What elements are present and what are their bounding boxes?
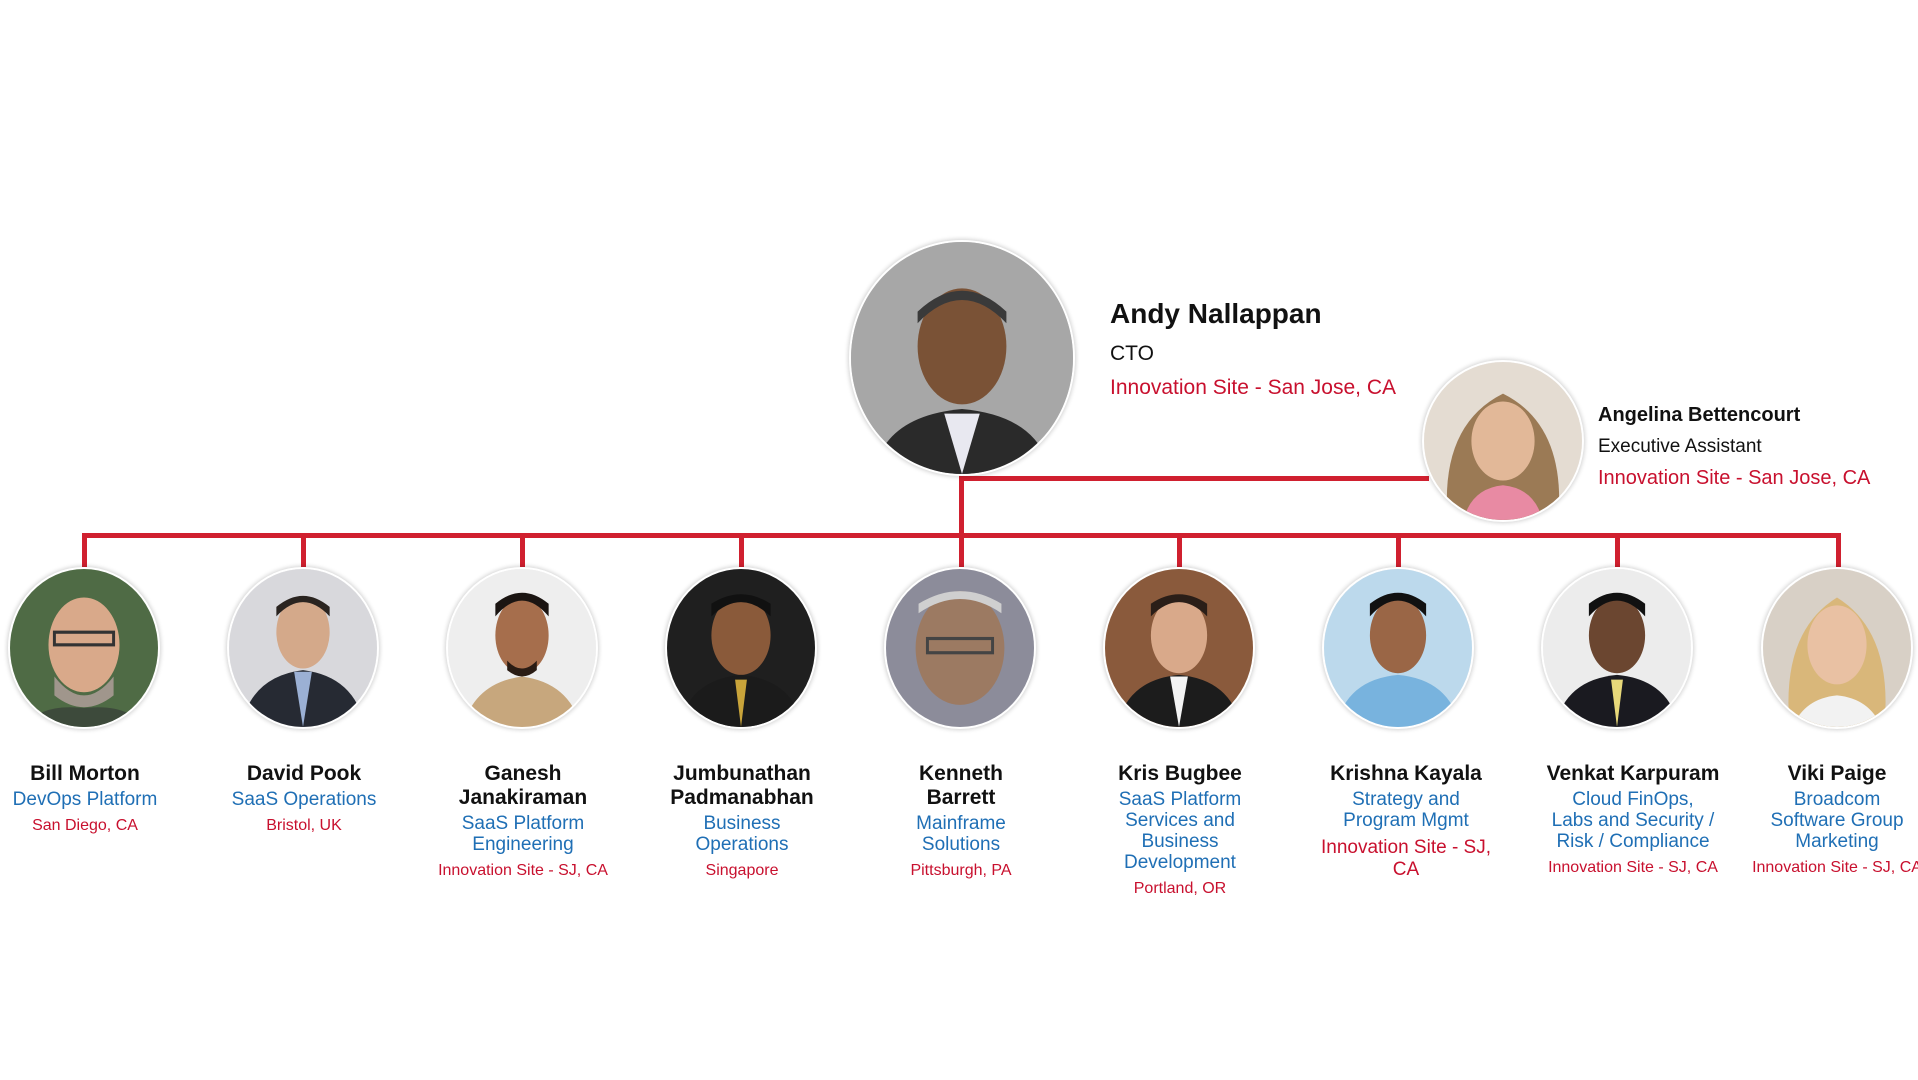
report-department: Business Operations [695,813,789,855]
report-location: Innovation Site - SJ, CA [438,862,608,879]
report-drop-line [1836,533,1841,567]
assistant-connector-line [959,476,1429,481]
report-location: Pittsburgh, PA [910,862,1012,879]
report-location: Innovation Site - SJ, CA [1320,837,1492,880]
leader-name: Andy Nallappan [1110,298,1322,329]
assistant-info: Angelina Bettencourt Executive Assistant… [1598,404,1870,490]
report-department: SaaS Platform Engineering [461,813,585,855]
report-department: Mainframe Solutions [916,813,1006,855]
leader-avatar [851,242,1073,474]
report-card: Kris Bugbee SaaS Platform Services and B… [1080,762,1280,898]
assistant-location: Innovation Site - San Jose, CA [1598,467,1871,489]
report-avatar [667,569,815,727]
report-card: Viki Paige Broadcom Software Group Marke… [1748,762,1918,877]
report-name: Kenneth Barrett [919,762,1003,809]
report-card: Bill Morton DevOps Platform San Diego, C… [0,762,185,835]
report-card: Venkat Karpuram Cloud FinOps, Labs and S… [1518,762,1748,877]
report-department: SaaS Operations [231,789,377,810]
report-drop-line [739,533,744,567]
report-avatar [1105,569,1253,727]
report-drop-line [959,533,964,567]
report-avatar [886,569,1034,727]
report-department: Broadcom Software Group Marketing [1770,789,1904,852]
report-drop-line [1177,533,1182,567]
report-avatar [10,569,158,727]
report-location: Bristol, UK [266,817,342,834]
report-drop-line [301,533,306,567]
report-avatar [1324,569,1472,727]
report-location: Singapore [705,862,779,879]
report-card: David Pook SaaS Operations Bristol, UK [204,762,404,835]
report-avatar [229,569,377,727]
report-drop-line [520,533,525,567]
report-avatar [1763,569,1911,727]
report-name: Jumbunathan Padmanabhan [670,762,814,809]
report-avatar [448,569,596,727]
leader-stem-line [959,470,964,536]
report-drop-line [1615,533,1620,567]
assistant-name: Angelina Bettencourt [1598,404,1801,426]
report-location: Innovation Site - SJ, CA [1548,859,1718,876]
report-card: Kenneth Barrett Mainframe Solutions Pitt… [861,762,1061,880]
report-name: Krishna Kayala [1330,762,1482,785]
leader-info: Andy Nallappan CTO Innovation Site - San… [1110,298,1396,400]
report-card: Krishna Kayala Strategy and Program Mgmt… [1306,762,1506,881]
report-department: Strategy and Program Mgmt [1343,789,1469,831]
report-drop-line [82,533,87,567]
report-location: Portland, OR [1133,880,1227,897]
report-location: Innovation Site - SJ, CA [1752,859,1918,876]
leader-location: Innovation Site - San Jose, CA [1110,376,1396,399]
report-drop-line [1396,533,1401,567]
report-department: Cloud FinOps, Labs and Security / Risk /… [1551,789,1715,852]
report-name: Venkat Karpuram [1546,762,1720,785]
report-location: San Diego, CA [32,817,138,834]
report-department: SaaS Platform Services and Business Deve… [1118,789,1242,873]
report-name: Ganesh Janakiraman [458,762,588,809]
report-name: David Pook [246,762,362,785]
report-name: Viki Paige [1787,762,1887,785]
assistant-avatar [1424,362,1582,520]
report-name: Kris Bugbee [1118,762,1242,785]
report-avatar [1543,569,1691,727]
report-card: Jumbunathan Padmanabhan Business Operati… [642,762,842,880]
report-card: Ganesh Janakiraman SaaS Platform Enginee… [423,762,623,880]
assistant-title: Executive Assistant [1598,436,1762,457]
leader-title: CTO [1110,342,1154,365]
report-name: Bill Morton [30,762,140,785]
report-department: DevOps Platform [12,789,158,810]
